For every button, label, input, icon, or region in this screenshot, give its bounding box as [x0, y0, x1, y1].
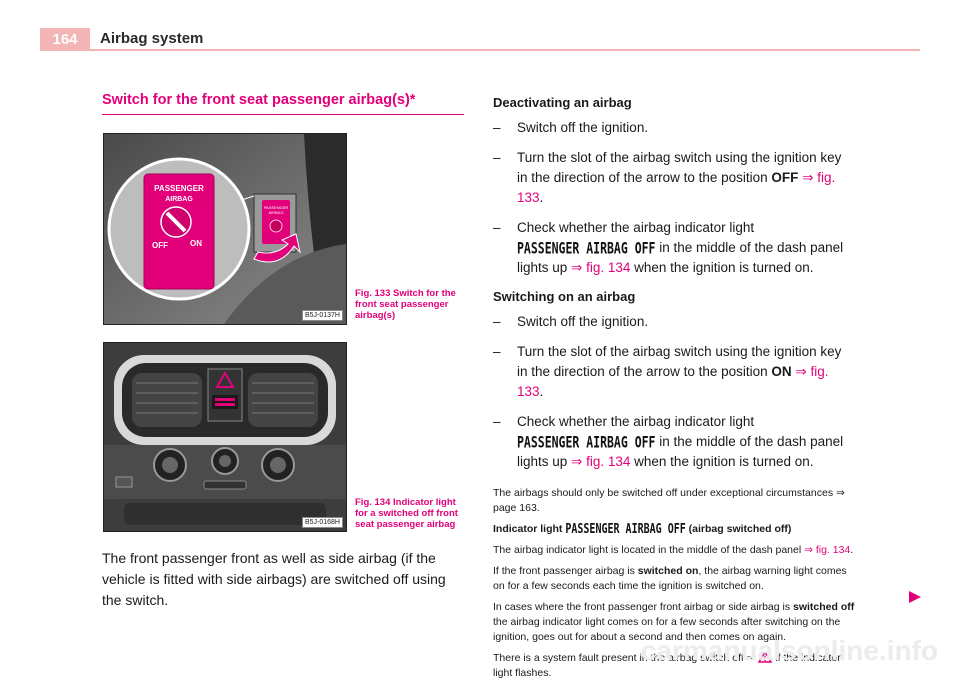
deactivating-heading: Deactivating an airbag — [493, 95, 632, 110]
switch-on-step-1: –Switch off the ignition. — [493, 314, 649, 329]
switch-label-top: PASSENGER — [154, 184, 204, 193]
fig-134-link[interactable]: ⇒ fig. 134 — [571, 260, 631, 275]
next-page-arrow-icon[interactable] — [908, 590, 922, 604]
indicator-light-label: PASSENGER AIRBAG OFF — [565, 522, 686, 537]
figure-133-caption: Fig. 133 Switch for the front seat passe… — [355, 288, 456, 321]
airbag-switch-illustration: PASSENGER AIRBAG PASSENGER AIRBAG OFF ON — [104, 134, 346, 324]
warning-icon[interactable] — [758, 651, 773, 663]
fig-133-link[interactable]: ⇒ fig. 133 — [517, 170, 836, 205]
note-switched-off: In cases where the front passenger front… — [493, 601, 855, 643]
switch-on-step-3: –Check whether the airbag indicator ligh… — [493, 414, 844, 469]
right-column: Deactivating an airbag –Switch off the i… — [493, 94, 855, 687]
note-location: The airbag indicator light is located in… — [493, 544, 854, 556]
switch-on-step-2: –Turn the slot of the airbag switch usin… — [493, 344, 842, 399]
small-switch-label-bottom: AIRBAG — [268, 210, 283, 215]
deactivate-step-3: –Check whether the airbag indicator ligh… — [493, 220, 844, 275]
indicator-light-label: PASSENGER AIRBAG OFF — [517, 238, 656, 258]
switch-label-bottom: AIRBAG — [165, 196, 193, 203]
note-indicator-heading: Indicator light PASSENGER AIRBAG OFF (ai… — [493, 522, 855, 537]
section-rule — [102, 114, 464, 115]
fig-134-link[interactable]: ⇒ fig. 134 — [571, 454, 631, 469]
hazard-icon — [215, 370, 235, 388]
note-exceptional: The airbags should only be switched off … — [493, 487, 845, 514]
switching-on-heading: Switching on an airbag — [493, 289, 636, 304]
rotation-arrow-icon — [253, 233, 301, 263]
small-switch-label-top: PASSENGER — [264, 205, 289, 210]
airbag-off-indicator — [215, 398, 235, 401]
fig-133-link[interactable]: ⇒ fig. 133 — [517, 364, 829, 399]
page-number: 164 — [40, 28, 90, 50]
intro-paragraph: The front passenger front as well as sid… — [102, 550, 446, 608]
figure-code: B5J-0137H — [301, 310, 343, 321]
on-label: ON — [190, 239, 202, 248]
note-switched-on: If the front passenger airbag is switche… — [493, 565, 847, 592]
deactivate-step-1: –Switch off the ignition. — [493, 120, 649, 135]
footer-watermark: carmanualsonline.info — [640, 635, 938, 666]
indicator-light-label: PASSENGER AIRBAG OFF — [517, 432, 656, 452]
figure-134-caption: Fig. 134 Indicator light for a switched … — [355, 497, 458, 530]
dash-panel-illustration — [104, 343, 346, 531]
chapter-title: Airbag system — [100, 30, 204, 47]
fig-134-link[interactable]: ⇒ fig. 134 — [804, 544, 851, 556]
note-system-fault: There is a system fault present in the a… — [493, 651, 841, 679]
header-rule — [40, 49, 920, 51]
figure-code: B5J-0168H — [301, 517, 343, 528]
deactivate-step-2: –Turn the slot of the airbag switch usin… — [493, 150, 842, 205]
figure-133: PASSENGER AIRBAG PASSENGER AIRBAG OFF ON… — [103, 133, 347, 325]
figure-134: B5J-0168H — [103, 342, 347, 532]
section-title: Switch for the front seat passenger airb… — [102, 92, 416, 108]
off-label: OFF — [152, 241, 168, 250]
